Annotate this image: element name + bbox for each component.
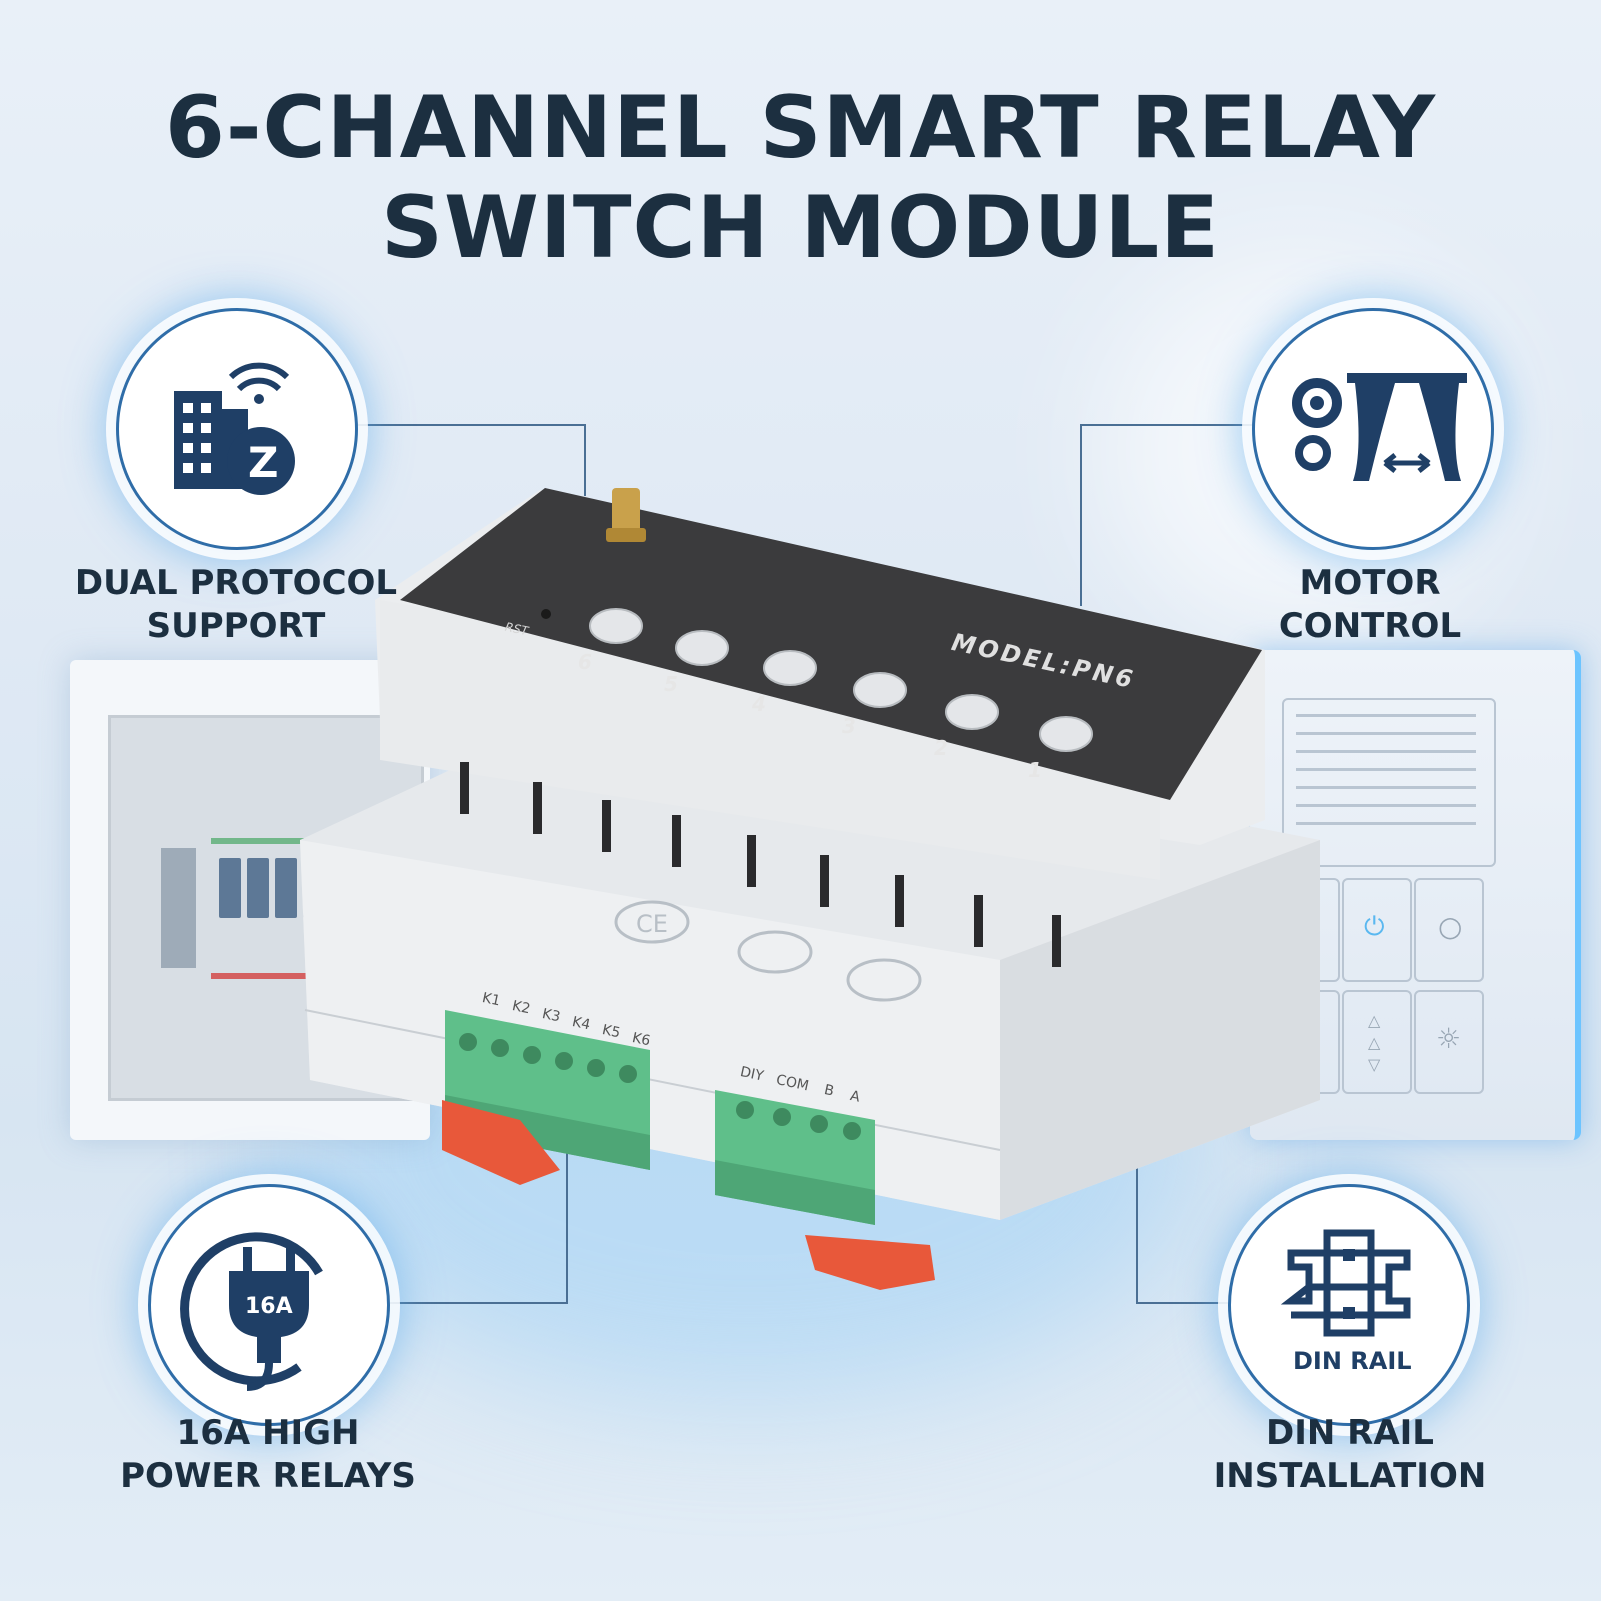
- window-blind-display: [1282, 698, 1496, 867]
- plug-16a-icon: 16A: [180, 1232, 323, 1391]
- button-number: 3: [842, 714, 856, 738]
- weee-bin-icon: [737, 930, 813, 974]
- feature-circle-din-rail: DIN RAIL: [1228, 1184, 1470, 1426]
- relay-terminal-label-k3: K3: [540, 1006, 562, 1026]
- connector-line: [1136, 1150, 1230, 1304]
- svg-text:DIN RAIL: DIN RAIL: [1293, 1347, 1412, 1375]
- page-title: 6-CHANNEL SMART RELAY SWITCH MODULE: [0, 78, 1601, 278]
- ce-mark-icon: [614, 900, 690, 944]
- feature-label-din-rail: DIN RAIL INSTALLATION: [1213, 1413, 1487, 1496]
- connector-line: [352, 424, 586, 496]
- svg-text:16A: 16A: [245, 1294, 293, 1319]
- svg-text:Z: Z: [248, 438, 278, 487]
- button-number: 4: [752, 692, 766, 716]
- recycle-icon: [846, 958, 922, 1002]
- title-line-1: 6-CHANNEL SMART RELAY: [164, 78, 1437, 178]
- relay-terminal-label-k5: K5: [600, 1022, 622, 1042]
- gear-curtain-icon: [1292, 373, 1467, 481]
- feature-label-high-power-relays: 16A HIGH POWER RELAYS: [120, 1413, 416, 1496]
- button-number: 1: [1028, 758, 1042, 782]
- relay-terminal-label-k4: K4: [570, 1014, 592, 1034]
- button-number: 6: [578, 650, 592, 674]
- button-number: 2: [934, 736, 948, 760]
- feature-circle-motor-control: [1252, 308, 1494, 550]
- feature-label-motor-control: MOTOR CONTROL: [1278, 563, 1462, 646]
- relay-terminal-label-k6: K6: [630, 1030, 652, 1050]
- connector-line: [384, 1150, 568, 1304]
- din-rail-icon: DIN RAIL: [1280, 1229, 1412, 1375]
- feature-label-dual-protocol: DUAL PROTOCOL SUPPORT: [74, 563, 398, 646]
- feature-circle-high-power-relays: 16A: [148, 1184, 390, 1426]
- svg-text:CE: CE: [636, 910, 668, 938]
- relay-terminal-label-k2: K2: [510, 998, 532, 1018]
- smart-building-zwave-icon: Z: [174, 362, 295, 495]
- connector-line: [1080, 424, 1254, 606]
- relay-terminal-label-k1: K1: [480, 990, 502, 1010]
- button-number: 5: [664, 672, 678, 696]
- title-line-2: SWITCH MODULE: [381, 178, 1220, 278]
- feature-circle-dual-protocol: Z: [116, 308, 358, 550]
